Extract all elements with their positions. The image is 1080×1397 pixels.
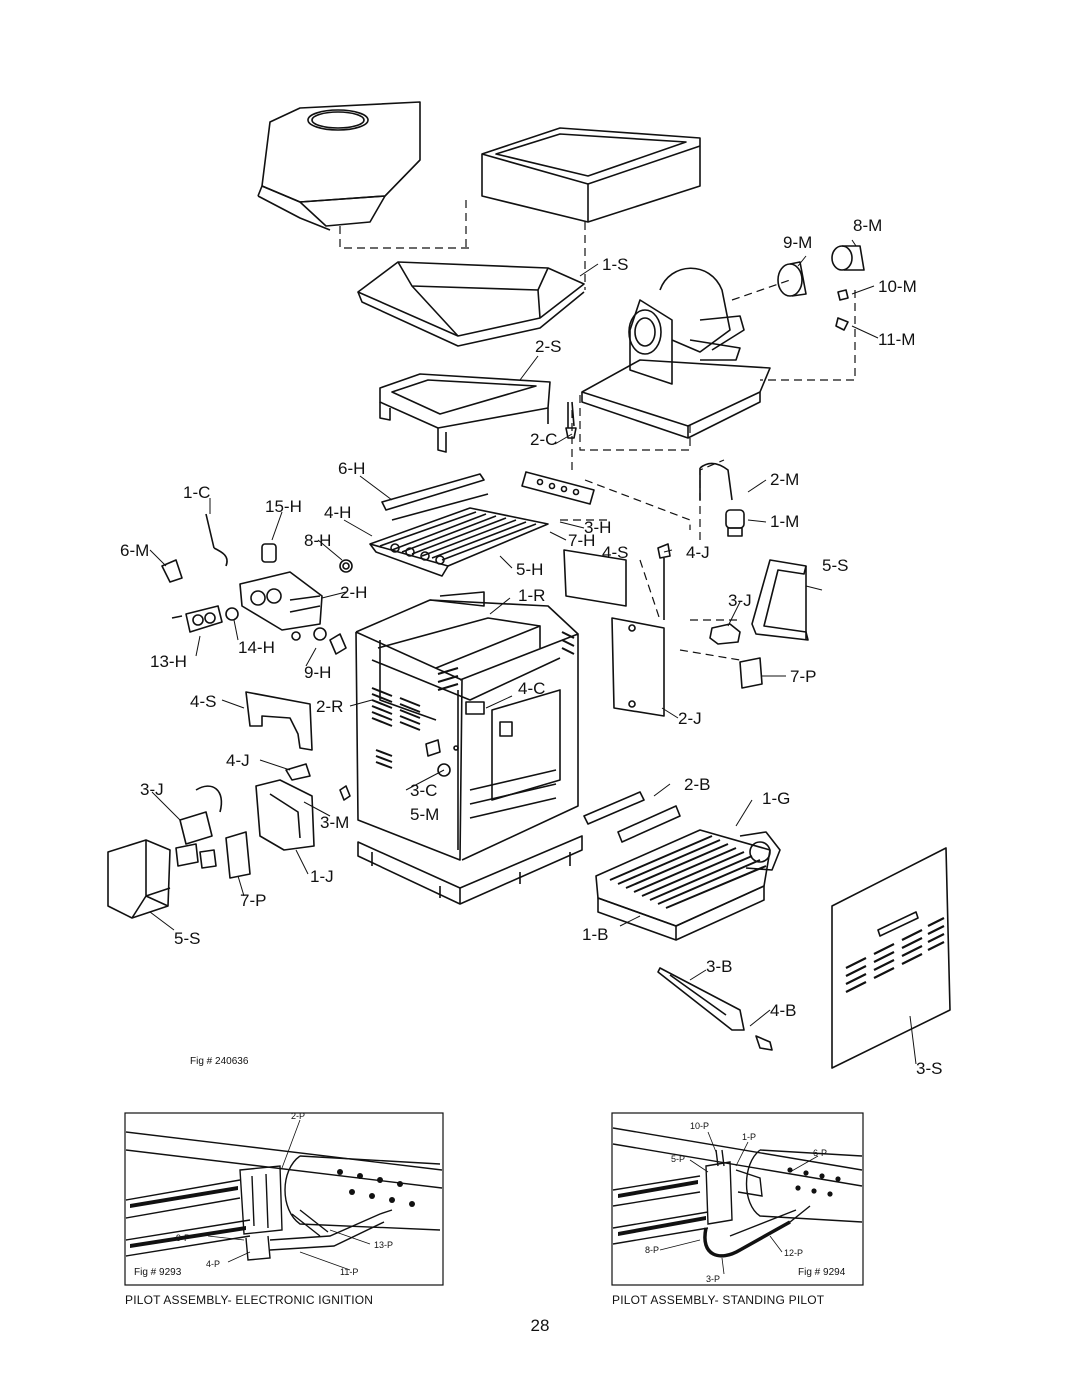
assembly-guide-lines (339, 200, 856, 661)
part-label-10-m: 10-M (878, 277, 917, 296)
part-label-9-h: 9-H (304, 663, 331, 682)
inset-electronic-label-9p: 9-P (176, 1233, 190, 1243)
part-label-3-m: 3-M (320, 813, 349, 832)
part-label-1-c: 1-C (183, 483, 210, 502)
inset-electronic-label-4p: 4-P (206, 1259, 220, 1269)
part-label-15-h: 15-H (265, 497, 302, 516)
inset-standing-pilot: 10-P 1-P 6-P 5-P 8-P 12-P 3-P Fig # 9294 (611, 1112, 864, 1286)
part-label-3-c: 3-C (410, 781, 437, 800)
part-label-4-s: 4-S (602, 543, 628, 562)
part-label-4-c: 4-C (518, 679, 545, 698)
part-label-2-m: 2-M (770, 470, 799, 489)
part-label-2-r: 2-R (316, 697, 343, 716)
blower-assembly-part (581, 267, 771, 439)
part-label-2-s: 2-S (535, 337, 561, 356)
part-label-4-h: 4-H (324, 503, 351, 522)
inset-standing-label-5p: 5-P (671, 1154, 685, 1164)
heat-exchanger-part (369, 471, 595, 577)
part-label-4-j: 4-J (226, 751, 250, 770)
inset-standing-label-12p: 12-P (784, 1248, 803, 1258)
jacket-top-part (481, 127, 701, 223)
inset-standing-figure-id: Fig # 9294 (798, 1267, 846, 1278)
inset-standing-label-3p: 3-P (706, 1274, 720, 1284)
part-label-7-h: 7-H (568, 531, 595, 550)
inset-electronic-label-13p: 13-P (374, 1240, 393, 1250)
part-label-2-j: 2-J (678, 709, 702, 728)
burner-tray-part (583, 791, 781, 941)
sensor-2c-part (565, 401, 577, 439)
inset-standing-label-6p: 6-P (813, 1148, 827, 1158)
part-label-13-h: 13-H (150, 652, 187, 671)
caption-standing-pilot: PILOT ASSEMBLY- STANDING PILOT (612, 1293, 825, 1307)
cabinet-base-part (357, 835, 583, 905)
part-label-6-h: 6-H (338, 459, 365, 478)
part-label-1-g: 1-G (762, 789, 790, 808)
part-label-3-h: 3-H (584, 518, 611, 537)
part-label-8-m: 8-M (853, 216, 882, 235)
label-leader-lines (149, 239, 917, 1065)
part-label-6-m: 6-M (120, 541, 149, 560)
inset-electronic-figure-id: Fig # 9293 (134, 1267, 182, 1278)
part-label-1-m: 1-M (770, 512, 799, 531)
part-label-2-b: 2-B (684, 775, 710, 794)
front-panel-3s-part (831, 847, 951, 1069)
pressure-switch-2m-part (699, 462, 745, 537)
part-label-11-m: 11-M (878, 330, 915, 349)
control-box-2j-part (611, 617, 665, 717)
inset-standing-label-1p: 1-P (742, 1132, 756, 1142)
header-assembly-part (161, 513, 353, 655)
top-hood-1s-part (357, 261, 585, 347)
part-label-4-s: 4-S (190, 692, 216, 711)
part-label-1-s: 1-S (602, 255, 628, 274)
part-label-7-p: 7-P (790, 667, 816, 686)
part-label-14-h: 14-H (238, 638, 275, 657)
transformer-3j-right-part (709, 623, 763, 689)
inset-standing-label-10p: 10-P (690, 1121, 709, 1131)
part-label-4-b: 4-B (770, 1001, 796, 1020)
part-label-7-p: 7-P (240, 891, 266, 910)
inset-electronic-label-11p: 11-P (340, 1267, 358, 1277)
part-label-2-c: 2-C (530, 430, 557, 449)
part-label-3-j: 3-J (728, 591, 752, 610)
pilot-burner-part (657, 967, 773, 1051)
part-label-3-s: 3-S (916, 1059, 942, 1078)
inset-electronic-label-2p: 2-P (291, 1111, 305, 1121)
page-number: 28 (530, 1316, 550, 1335)
blower-motor-part (777, 245, 865, 331)
left-components-part (107, 691, 351, 919)
part-label-5-h: 5-H (516, 560, 543, 579)
part-label-5-s: 5-S (174, 929, 200, 948)
flue-hood-part (257, 101, 421, 231)
part-label-8-h: 8-H (304, 531, 331, 550)
inset-electronic-ignition: 2-P 9-P 4-P 13-P 11-P Fig # 9293 (124, 1111, 444, 1286)
part-label-1-j: 1-J (310, 867, 334, 886)
part-label-3-j: 3-J (140, 780, 164, 799)
part-label-4-j: 4-J (686, 543, 710, 562)
inset-standing-label-8p: 8-P (645, 1245, 659, 1255)
caption-electronic-ignition: PILOT ASSEMBLY- ELECTRONIC IGNITION (125, 1293, 374, 1307)
cover-plate-4s-part (563, 543, 671, 620)
part-label-1-r: 1-R (518, 586, 545, 605)
part-label-1-b: 1-B (582, 925, 608, 944)
main-figure-id: Fig # 240636 (190, 1056, 249, 1067)
bracket-5s-right-part (751, 559, 809, 641)
part-label-5-m: 5-M (410, 805, 439, 824)
main-part-labels: 8-M 9-M 1-S 10-M 11-M 2-S 2-C 6-H 2-M 1-C 15-H 4-H 1… (120, 216, 942, 1078)
part-label-9-m: 9-M (783, 233, 812, 252)
part-label-2-h: 2-H (340, 583, 367, 602)
frame-2s-part (379, 373, 551, 453)
cabinet-body-part (355, 591, 579, 861)
part-label-5-s: 5-S (822, 556, 848, 575)
part-label-3-b: 3-B (706, 957, 732, 976)
